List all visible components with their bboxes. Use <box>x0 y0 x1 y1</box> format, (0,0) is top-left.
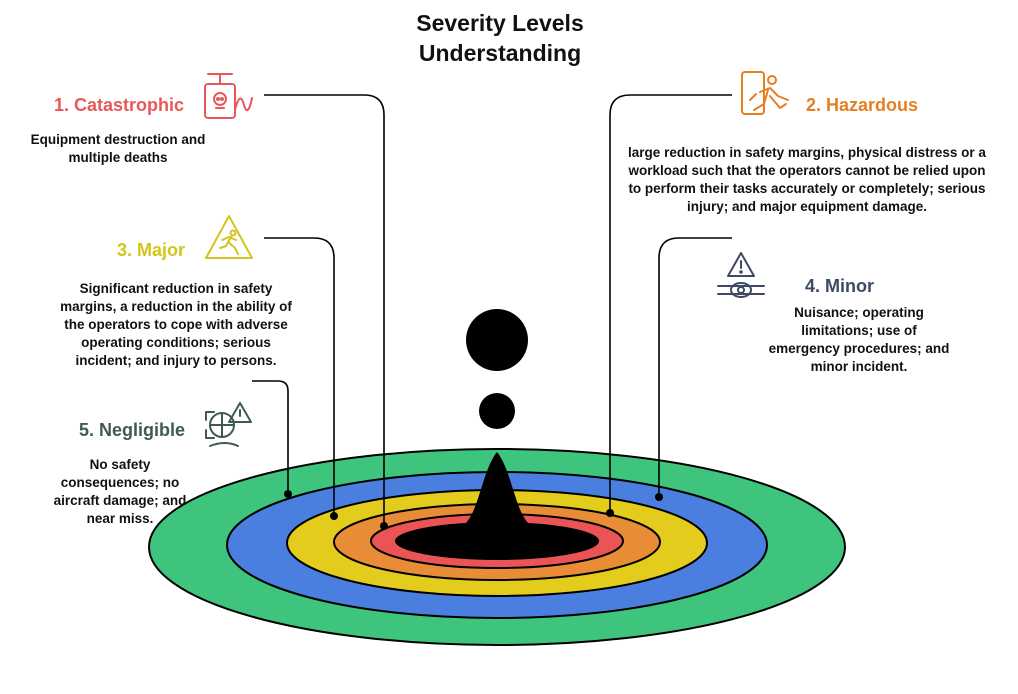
droplet-large <box>466 309 528 371</box>
level-catastrophic-description: Equipment destruction and multiple death… <box>30 132 206 165</box>
droplet-small <box>479 393 515 429</box>
connector-catastrophic <box>264 94 385 526</box>
connector-dot-negligible <box>284 490 292 498</box>
warning-slip-icon <box>205 215 253 259</box>
diagram-title: Severity Levels Understanding <box>380 8 620 68</box>
connector-dot-major <box>330 512 338 520</box>
level-hazardous-description: large reduction in safety margins, physi… <box>628 145 986 214</box>
level-negligible-label: 5. Negligible <box>79 420 186 440</box>
skull-detonator-icon <box>204 73 253 119</box>
connector-negligible <box>252 380 289 494</box>
alert-valve-icon <box>717 252 765 298</box>
level-major-description: Significant reduction in safety margins,… <box>60 281 292 368</box>
level-minor-label: 4. Minor <box>805 276 875 296</box>
level-minor-description: Nuisance; operating limitations; use of … <box>768 305 950 374</box>
level-catastrophic-label: 1. Catastrophic <box>54 95 185 115</box>
level-major-label: 3. Major <box>117 240 186 260</box>
connector-dot-hazardous <box>606 509 614 517</box>
connector-dot-minor <box>655 493 663 501</box>
level-negligible-description: No safety consequences; no aircraft dama… <box>53 457 187 526</box>
level-hazardous-label: 2. Hazardous <box>806 95 919 115</box>
splash-column <box>462 452 532 526</box>
title-line-2: Understanding <box>418 40 582 66</box>
center-hole <box>395 522 599 560</box>
connector-minor <box>658 237 732 497</box>
connector-dot-catastrophic <box>380 522 388 530</box>
connector-hazardous <box>609 94 732 513</box>
title-line-1: Severity Levels <box>416 10 584 36</box>
radar-alert-icon <box>205 402 252 447</box>
person-falling-icon <box>741 71 789 115</box>
connector-major <box>264 237 335 516</box>
